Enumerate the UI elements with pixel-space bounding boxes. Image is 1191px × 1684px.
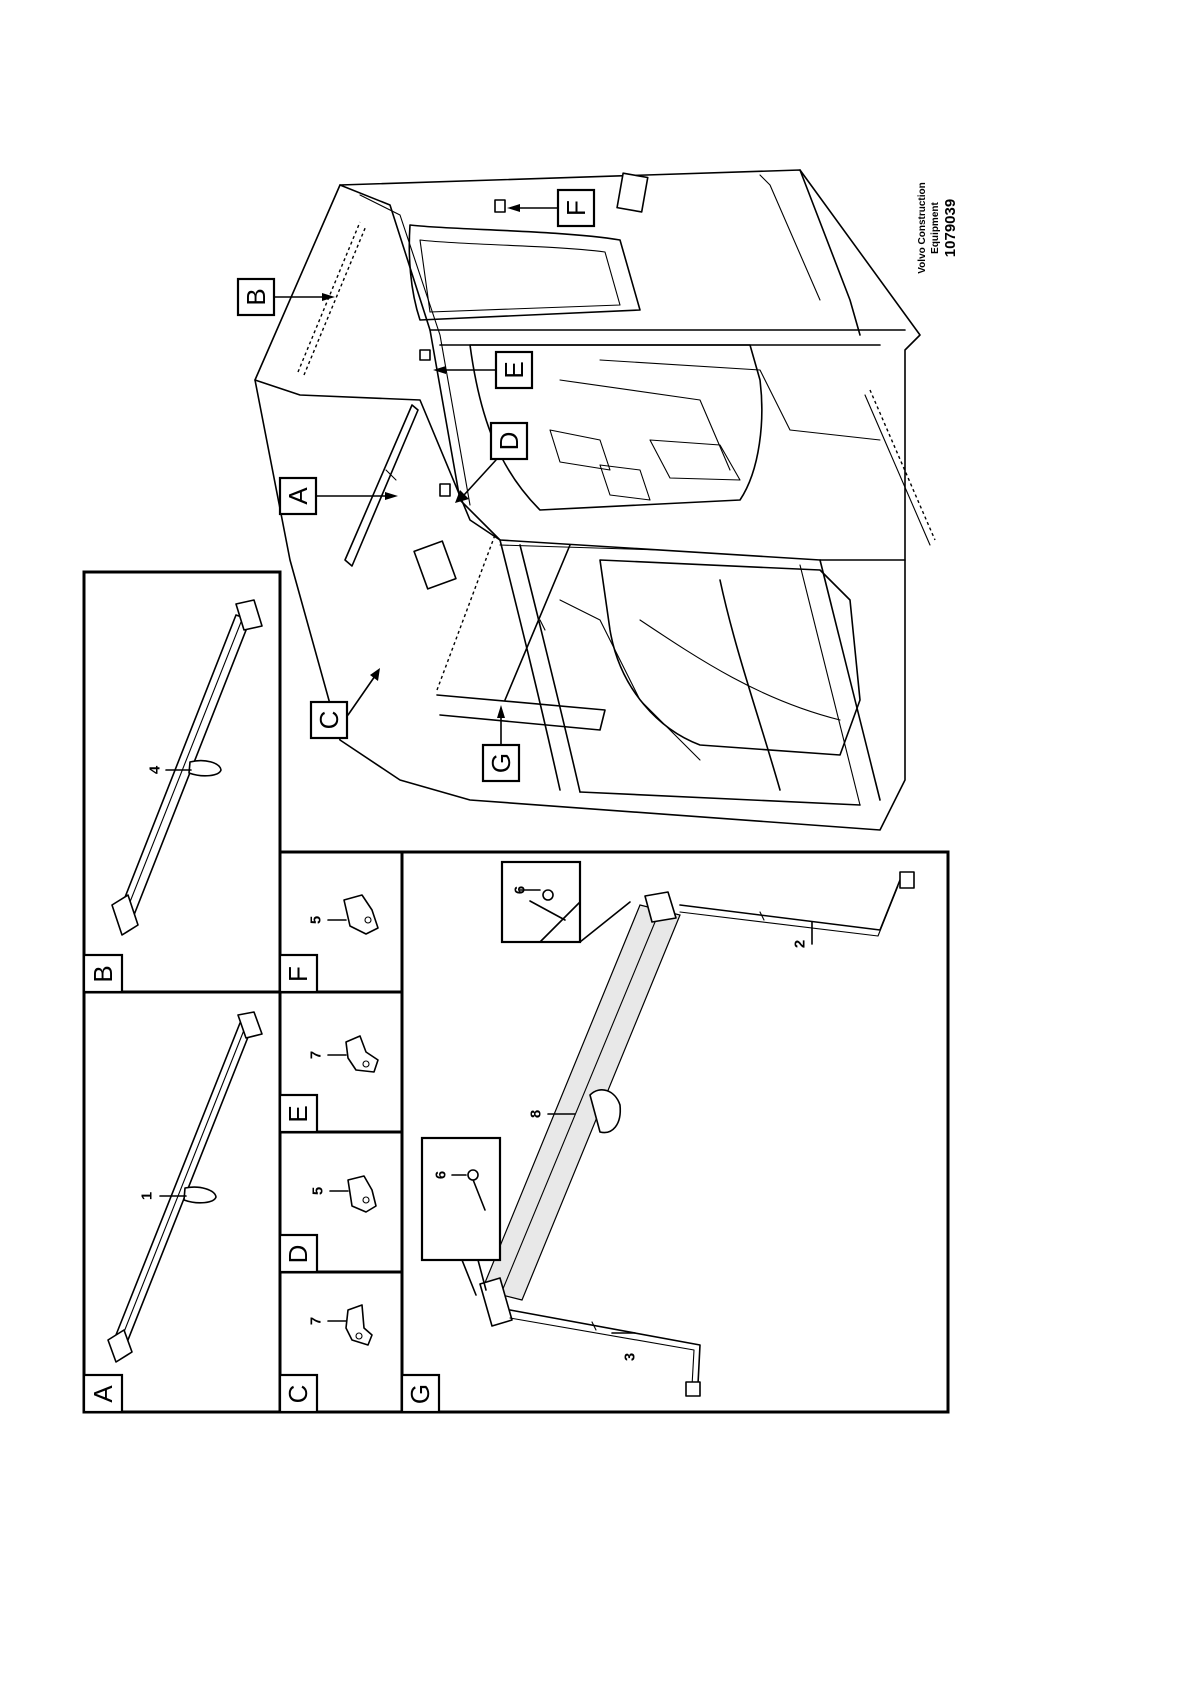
- panel-c-part-7-label: 7: [308, 1317, 325, 1325]
- sun-blind-cassette-part-8: [479, 891, 681, 1327]
- panel-b-part-4-label: 4: [147, 765, 164, 774]
- panel-a-letter: A: [88, 1385, 118, 1403]
- callout-a: A: [278, 476, 398, 516]
- callout-f-label: F: [561, 200, 591, 216]
- panel-g-letter: G: [405, 1384, 435, 1404]
- panel-f-letter: F: [283, 966, 313, 982]
- callout-a-label: A: [283, 487, 313, 505]
- panel-g-part-6-lower-label: 6: [433, 1171, 450, 1179]
- drawing-number: 1079039: [942, 199, 959, 257]
- inset-screw-upper: 6: [500, 860, 631, 944]
- panel-e-letter: E: [283, 1105, 313, 1122]
- callout-g: G: [481, 705, 521, 783]
- credit-company-line1: Volvo Construction: [917, 182, 928, 273]
- sun-blind-part-1: [107, 1011, 263, 1363]
- panel-g-part-2-label: 2: [792, 940, 809, 948]
- panel-c: C 7: [278, 1270, 404, 1414]
- callout-g-label: G: [486, 753, 516, 773]
- panel-d: D 5: [278, 1130, 404, 1274]
- panel-f-part-5-label: 5: [308, 916, 325, 924]
- panel-g-part-8-label: 8: [528, 1110, 545, 1118]
- callout-c: C: [309, 668, 380, 740]
- bracket-part-5-f: [343, 894, 379, 935]
- panel-a: A 1: [82, 990, 282, 1414]
- bracket-part-7-e: [345, 1035, 379, 1073]
- panel-d-part-5-label: 5: [310, 1187, 327, 1195]
- panel-b-letter: B: [88, 965, 118, 982]
- callout-b: B: [236, 277, 335, 317]
- panel-g: G 6: [400, 850, 950, 1414]
- bracket-part-5-d: [347, 1175, 377, 1213]
- rod-part-3: [509, 1309, 701, 1397]
- credit-block: Volvo Construction Equipment 1079039: [917, 182, 959, 273]
- callout-c-label: C: [314, 711, 344, 730]
- callout-d: D: [455, 421, 529, 503]
- sun-blind-part-4: [111, 599, 263, 936]
- panel-e-part-7-label: 7: [308, 1051, 325, 1059]
- inset-screw-lower: 6: [420, 1136, 502, 1296]
- callout-f: F: [507, 188, 596, 228]
- panel-b: B 4: [82, 570, 282, 994]
- panel-d-letter: D: [283, 1245, 313, 1264]
- bracket-part-7-c: [345, 1304, 373, 1346]
- callout-b-label: B: [241, 288, 271, 305]
- panel-g-part-3-label: 3: [622, 1353, 639, 1361]
- callout-d-label: D: [494, 432, 524, 451]
- callout-e: E: [433, 350, 534, 390]
- credit-company-line2: Equipment: [930, 202, 941, 254]
- panel-g-part-6-upper-label: 6: [512, 886, 529, 894]
- cab-overview-drawing: [254, 169, 936, 831]
- panel-c-letter: C: [283, 1385, 313, 1404]
- panel-a-part-1-label: 1: [139, 1192, 156, 1200]
- rod-part-2: [679, 871, 915, 937]
- panel-f: F 5: [278, 850, 404, 994]
- callout-e-label: E: [499, 361, 529, 378]
- panel-e: E 7: [278, 990, 404, 1134]
